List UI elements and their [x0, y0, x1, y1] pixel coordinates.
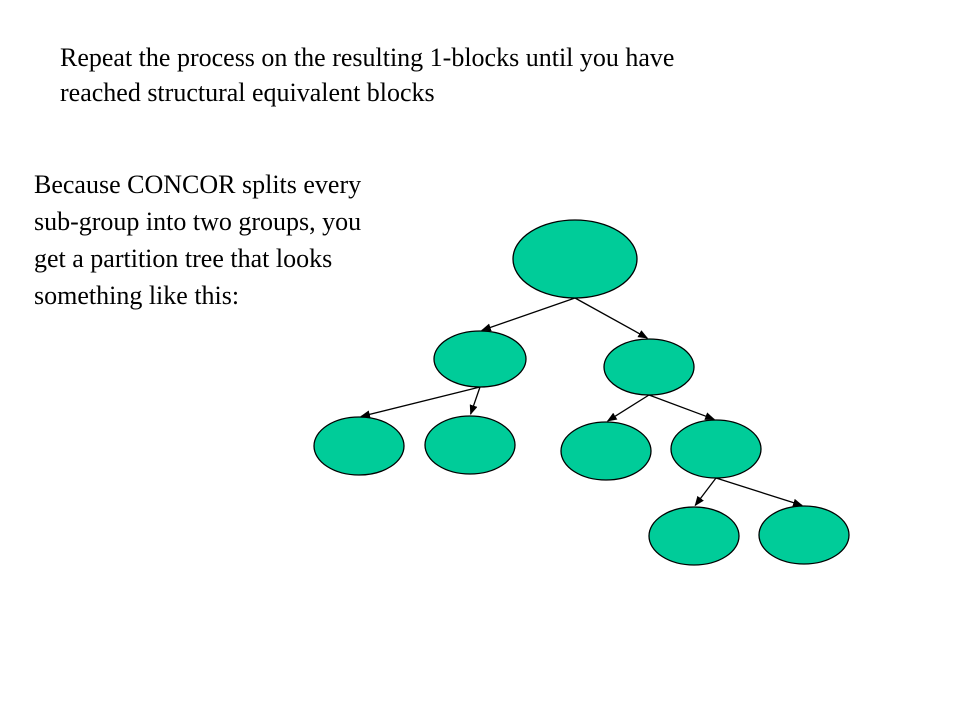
slide-body-text: Because CONCOR splits every sub-group in…	[34, 166, 454, 314]
tree-node-right-left	[560, 421, 652, 481]
body-line-2: sub-group into two groups, you	[34, 207, 362, 236]
body-line-3: get a partition tree that looks	[34, 244, 333, 273]
heading-line-2: reached structural equivalent blocks	[60, 78, 435, 107]
tree-edge-right-to-right-right	[648, 394, 716, 420]
tree-node-left-left	[313, 416, 405, 476]
heading-line-1: Repeat the process on the resulting 1-bl…	[60, 43, 675, 72]
tree-node-left	[433, 330, 527, 388]
tree-edge-root-to-right	[574, 297, 649, 339]
tree-edge-root-to-left	[480, 297, 576, 332]
tree-edge-right-right-to-right-right-right	[715, 477, 804, 507]
tree-nodes	[313, 219, 850, 566]
tree-node-root	[512, 219, 638, 299]
tree-node-right-right-left	[648, 506, 740, 566]
tree-edges	[359, 297, 804, 507]
tree-edge-right-to-right-left	[606, 394, 650, 422]
tree-edge-left-to-left-right	[469, 386, 481, 416]
tree-edge-left-to-left-left	[359, 386, 481, 419]
slide-heading: Repeat the process on the resulting 1-bl…	[60, 40, 900, 110]
tree-node-right-right	[670, 419, 762, 479]
tree-node-right-right-right	[758, 505, 850, 565]
body-line-1: Because CONCOR splits every	[34, 170, 362, 199]
tree-node-right	[603, 338, 695, 396]
tree-node-left-right	[424, 415, 516, 475]
body-line-4: something like this:	[34, 281, 240, 310]
tree-edge-right-right-to-right-right-left	[694, 477, 717, 507]
